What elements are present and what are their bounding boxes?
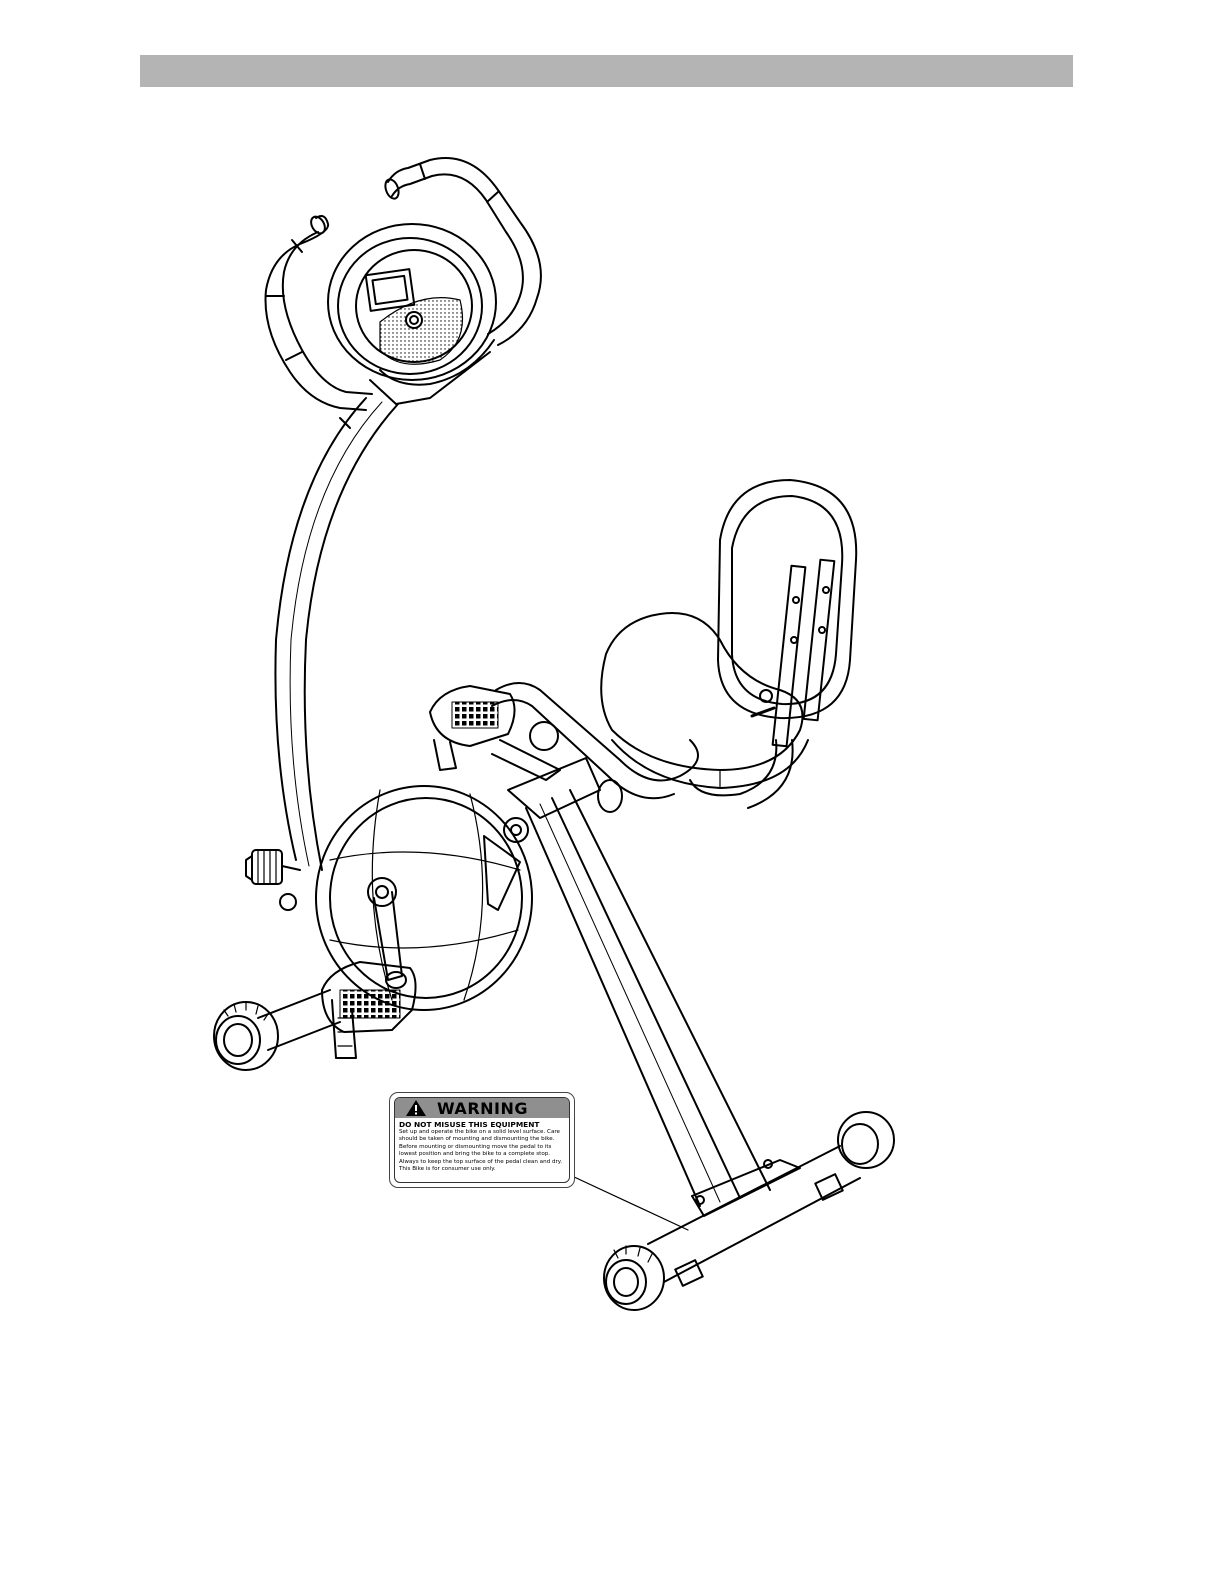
flywheel-cover <box>315 785 533 1011</box>
warning-heading: WARNING <box>437 1098 528 1118</box>
page-header-bar <box>140 55 1073 87</box>
console <box>327 223 497 405</box>
main-frame-tube <box>274 397 399 871</box>
front-pedal <box>321 961 417 1059</box>
warning-text: Set up and operate the bike on a solid l… <box>399 1129 563 1173</box>
warning-header: WARNING <box>395 1098 569 1118</box>
front-stabilizer <box>213 989 341 1071</box>
rear-pedal <box>429 685 561 781</box>
warning-label-inner: WARNING DO NOT MISUSE THIS EQUIPMENT Set… <box>394 1097 570 1183</box>
label-leader-line <box>571 1175 689 1231</box>
backrest <box>689 479 858 809</box>
warning-body: DO NOT MISUSE THIS EQUIPMENT Set up and … <box>395 1118 569 1175</box>
warning-label: WARNING DO NOT MISUSE THIS EQUIPMENT Set… <box>389 1092 575 1188</box>
handlebar <box>264 157 542 411</box>
seat-post-tube <box>483 757 771 1207</box>
tension-knob <box>245 849 301 911</box>
rear-stabilizer <box>603 1111 895 1311</box>
warning-triangle-icon <box>406 1100 426 1116</box>
seat-rail <box>491 682 699 813</box>
warning-subheading: DO NOT MISUSE THIS EQUIPMENT <box>399 1120 540 1129</box>
